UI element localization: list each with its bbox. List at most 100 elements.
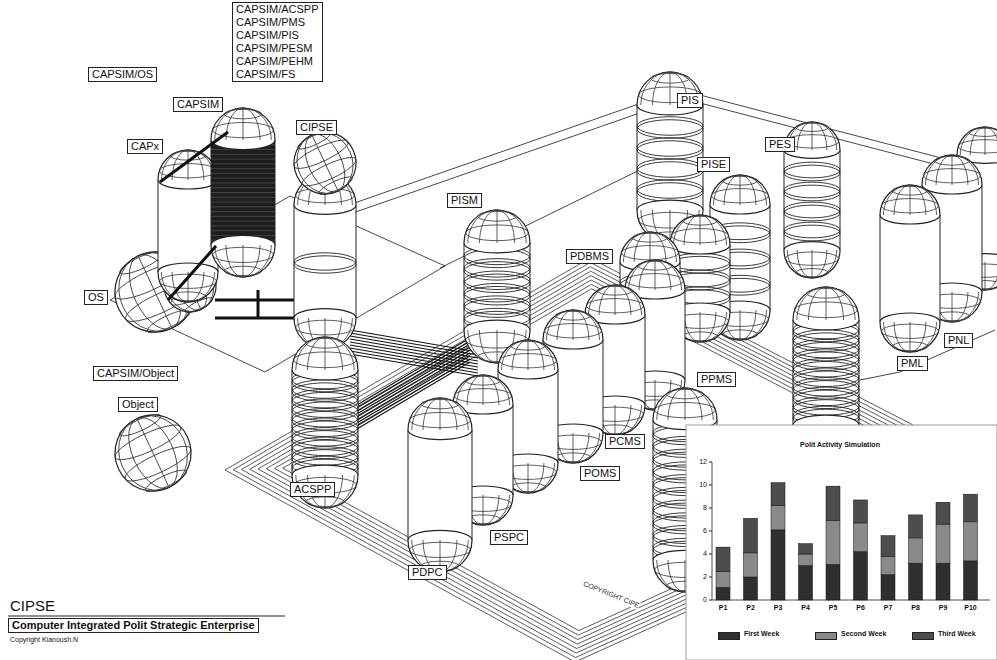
bowl-outline: [880, 313, 940, 352]
meridian: [137, 410, 187, 487]
dark-stripe: [211, 202, 275, 203]
node-text: CIPSE: [300, 121, 333, 134]
meridian: [634, 232, 650, 262]
rail-line: [300, 100, 650, 222]
meridian: [894, 322, 910, 352]
meridian: [952, 155, 953, 185]
bar-segment: [771, 483, 785, 506]
parallel: [892, 342, 927, 351]
node-text: PISM: [451, 194, 478, 207]
meridian: [826, 287, 855, 320]
bar-segment: [936, 524, 950, 563]
parallel: [881, 199, 938, 213]
wire-sphere: [158, 150, 218, 189]
parallel: [224, 109, 262, 118]
meridian: [668, 560, 685, 592]
meridian: [480, 210, 497, 243]
bar-segment: [881, 556, 895, 574]
meridian: [797, 250, 812, 278]
category-label: P8: [911, 604, 920, 612]
category-label: P7: [884, 604, 893, 612]
meridian: [970, 127, 985, 155]
category-label: P4: [801, 604, 810, 612]
wire-sphere: [710, 175, 770, 214]
parallel: [544, 324, 601, 338]
meridian: [119, 419, 169, 496]
meridian: [812, 250, 813, 278]
wire-sphere: [464, 210, 530, 253]
cylinder-body: [211, 140, 275, 245]
tick-mark: [709, 531, 712, 532]
meridian: [243, 245, 244, 277]
meridian: [497, 210, 526, 243]
meridian: [512, 340, 528, 370]
parallel: [306, 497, 345, 507]
label-box: PISE: [697, 157, 730, 172]
parallel: [499, 354, 556, 368]
bar-segment: [936, 502, 950, 524]
cylinder-side: [158, 180, 218, 272]
axis-line: [712, 462, 990, 600]
dark-stripe: [211, 187, 275, 188]
meridian: [910, 185, 911, 215]
meridian: [325, 337, 354, 370]
ring: [637, 183, 703, 201]
label-box: PPMS: [697, 372, 736, 387]
dome-outline: [710, 175, 770, 214]
label-box: PNL: [944, 333, 973, 348]
parallel: [722, 330, 757, 339]
parallel: [892, 186, 927, 195]
wire-sphere: [880, 313, 940, 352]
category-label: P3: [774, 604, 783, 612]
dome-outline: [211, 108, 275, 150]
category-label: P9: [939, 604, 948, 612]
meridian: [480, 330, 497, 363]
dark-stripe: [211, 225, 275, 226]
parallel: [796, 123, 829, 131]
node-text: PPMS: [701, 373, 732, 386]
node-text: ACSPP: [294, 483, 331, 496]
bar-segment: [716, 571, 730, 587]
cylinder-body: [158, 180, 218, 272]
link-bar: [160, 132, 228, 182]
dome-outline: [793, 287, 859, 330]
meridian: [639, 260, 655, 290]
parallel: [478, 211, 517, 221]
node-text: CAPSIM/PMS: [236, 16, 319, 29]
parallel: [299, 153, 359, 191]
label-box: CAPSIM/Object: [93, 366, 178, 381]
wire-sphere: [211, 235, 275, 277]
meridian: [724, 175, 740, 205]
dome-outline: [292, 337, 358, 380]
ring: [784, 225, 840, 241]
bar-segment: [744, 577, 758, 600]
parallel: [510, 483, 545, 492]
parallel: [796, 269, 829, 277]
parallel: [785, 252, 838, 265]
label-box: PCMS: [605, 434, 645, 449]
bus-line: [350, 351, 478, 373]
label-box: PDBMS: [566, 249, 613, 264]
axis-tick: 12: [699, 458, 707, 466]
cylinder-side: [784, 150, 840, 250]
link-bar: [168, 246, 216, 300]
dome-outline: [408, 398, 472, 440]
meridian: [684, 312, 700, 342]
meridian: [894, 185, 910, 215]
meridian: [528, 463, 529, 493]
dark-stripe: [211, 206, 275, 207]
label-box: CIPSE: [296, 120, 337, 135]
meridian: [188, 150, 189, 180]
parallel: [555, 311, 590, 320]
ring: [637, 141, 703, 159]
ring: [784, 205, 840, 221]
label-box: POMS: [580, 466, 620, 481]
meridian: [653, 72, 670, 105]
wire-sphere: [922, 155, 982, 194]
cylinder-body: [637, 105, 703, 210]
bar-segment: [771, 506, 785, 530]
dome-outline: [158, 150, 218, 189]
bar-segment: [909, 563, 923, 600]
axis-tick: 2: [703, 573, 707, 581]
